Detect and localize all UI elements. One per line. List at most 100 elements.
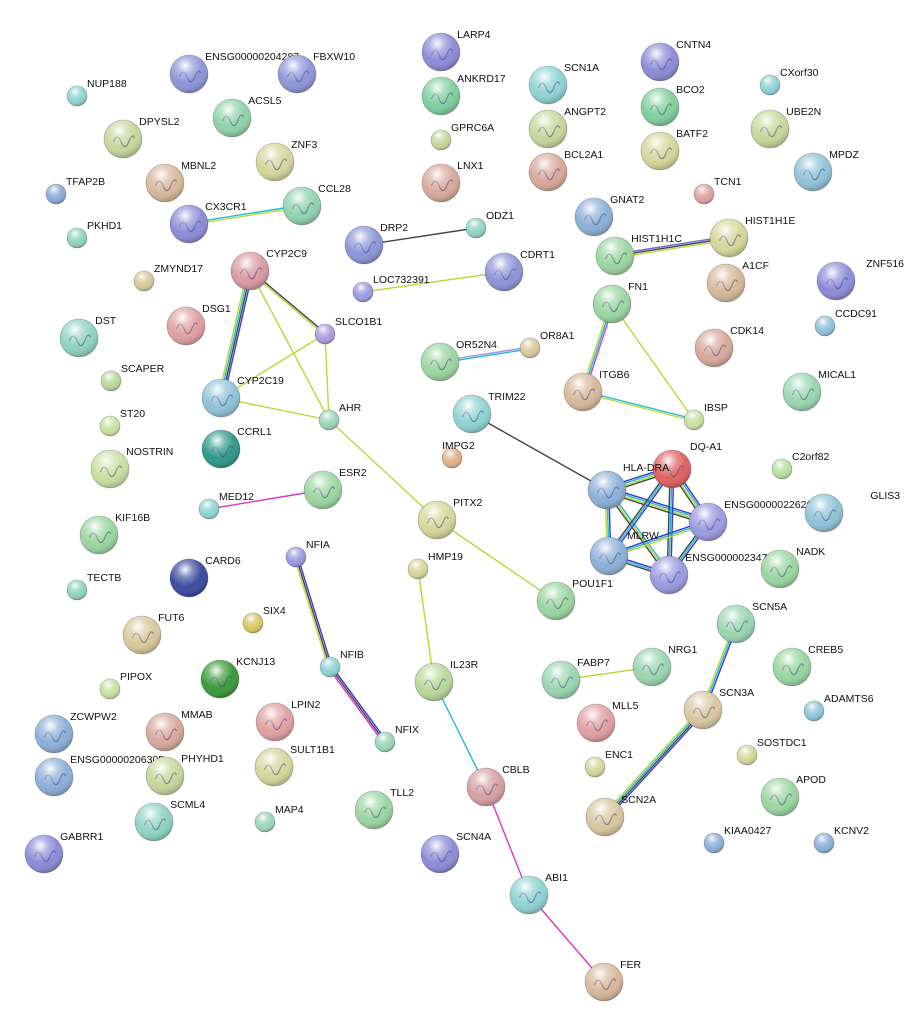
node-scn2a[interactable]: SCN2A [585, 794, 656, 837]
node-gprc6a[interactable]: GPRC6A [430, 122, 494, 151]
node-nrg1[interactable]: NRG1 [632, 644, 697, 687]
node-scn3a[interactable]: SCN3A [683, 687, 754, 730]
node-fbxw10[interactable]: FBXW10 [277, 51, 355, 94]
node-scml4[interactable]: SCML4 [134, 799, 205, 842]
node-znf516[interactable]: ZNF516 [816, 258, 904, 301]
node-ensg00000226260[interactable]: ENSG00000226260 [688, 499, 818, 542]
node-acsl5[interactable]: ACSL5 [212, 95, 282, 138]
node-dst[interactable]: DST [59, 315, 117, 358]
node-sostdc1[interactable]: SOSTDC1 [736, 737, 807, 766]
node-pkhd1[interactable]: PKHD1 [66, 220, 122, 249]
node-fut6[interactable]: FUT6 [122, 612, 185, 655]
node-mpdz[interactable]: MPDZ [793, 149, 859, 192]
node-mlrw[interactable]: MLRW [589, 530, 659, 576]
node-cyp2c19[interactable]: CYP2C19 [201, 375, 284, 418]
node-kiaa0427[interactable]: KIAA0427 [703, 825, 771, 854]
node-ensg00000234794[interactable]: ENSG00000234794 [649, 552, 779, 595]
node-tcn1[interactable]: TCN1 [693, 176, 742, 205]
node-abi1[interactable]: ABI1 [509, 872, 568, 915]
node-apod[interactable]: APOD [760, 774, 826, 817]
node-or8a1[interactable]: OR8A1 [519, 330, 575, 359]
node-map4[interactable]: MAP4 [254, 804, 304, 833]
node-enc1[interactable]: ENC1 [584, 749, 633, 778]
node-angpt2[interactable]: ANGPT2 [528, 106, 606, 149]
node-cblb[interactable]: CBLB [466, 764, 530, 807]
node-ibsp[interactable]: IBSP [683, 402, 728, 431]
node-mll5[interactable]: MLL5 [576, 700, 639, 743]
node-creb5[interactable]: CREB5 [772, 644, 843, 687]
node-pou1f1[interactable]: POU1F1 [536, 578, 613, 621]
node-mmab[interactable]: MMAB [145, 709, 213, 752]
node-adamts6[interactable]: ADAMTS6 [803, 693, 874, 722]
node-dq-a1[interactable]: DQ-A1 [652, 441, 722, 489]
node-nfia[interactable]: NFIA [285, 539, 330, 568]
node-c2orf82[interactable]: C2orf82 [771, 451, 830, 480]
node-bco2[interactable]: BCO2 [640, 84, 705, 127]
node-impg2[interactable]: IMPG2 [441, 440, 475, 469]
node-cntn4[interactable]: CNTN4 [640, 39, 711, 82]
node-sult1b1[interactable]: SULT1B1 [254, 744, 335, 787]
node-a1cf[interactable]: A1CF [706, 260, 769, 303]
node-ccdc91[interactable]: CCDC91 [814, 308, 877, 337]
node-mbnl2[interactable]: MBNL2 [145, 160, 216, 203]
node-ube2n[interactable]: UBE2N [750, 106, 821, 149]
node-fer[interactable]: FER [584, 959, 642, 1002]
node-kcnj13[interactable]: KCNJ13 [200, 656, 275, 699]
node-nostrin[interactable]: NOSTRIN [90, 446, 173, 489]
node-mical1[interactable]: MICAL1 [782, 369, 856, 412]
node-hla-dra[interactable]: HLA-DRA [587, 462, 669, 510]
node-ccrl1[interactable]: CCRL1 [201, 426, 272, 469]
node-dpysl2[interactable]: DPYSL2 [103, 116, 180, 159]
node-batf2[interactable]: BATF2 [640, 128, 708, 171]
node-scaper[interactable]: SCAPER [100, 363, 165, 392]
node-tll2[interactable]: TLL2 [354, 787, 414, 830]
node-ensg00000206305[interactable]: ENSG00000206305 [34, 754, 164, 797]
node-loc732391[interactable]: LOC732391 [352, 274, 430, 303]
node-scn5a[interactable]: SCN5A [716, 601, 787, 644]
node-lpin2[interactable]: LPIN2 [255, 699, 320, 742]
node-il23r[interactable]: IL23R [414, 659, 479, 702]
node-nfix[interactable]: NFIX [374, 724, 419, 753]
node-esr2[interactable]: ESR2 [303, 467, 367, 510]
node-cxorf30[interactable]: CXorf30 [759, 67, 819, 96]
node-ensg00000204287[interactable]: ENSG00000204287 [169, 51, 299, 94]
node-trim22[interactable]: TRIM22 [452, 391, 526, 434]
node-tfap2b[interactable]: TFAP2B [45, 176, 105, 205]
node-cdk14[interactable]: CDK14 [694, 325, 764, 368]
node-st20[interactable]: ST20 [99, 408, 145, 437]
node-glis3[interactable]: GLIS3 [804, 490, 900, 533]
node-drp2[interactable]: DRP2 [344, 222, 408, 265]
node-kcnv2[interactable]: KCNV2 [813, 825, 869, 854]
node-ankrd17[interactable]: ANKRD17 [421, 73, 506, 116]
node-zmynd17[interactable]: ZMYND17 [133, 263, 203, 292]
node-lnx1[interactable]: LNX1 [421, 160, 484, 203]
node-ahr[interactable]: AHR [318, 402, 362, 431]
node-pipox[interactable]: PIPOX [99, 671, 152, 700]
node-larp4[interactable]: LARP4 [421, 29, 491, 72]
node-dsg1[interactable]: DSG1 [166, 303, 231, 346]
node-scn1a[interactable]: SCN1A [528, 62, 599, 105]
node-gnat2[interactable]: GNAT2 [574, 194, 645, 237]
node-med12[interactable]: MED12 [198, 491, 254, 520]
node-fn1[interactable]: FN1 [592, 281, 648, 324]
node-hmp19[interactable]: HMP19 [407, 551, 463, 580]
node-nup188[interactable]: NUP188 [66, 78, 127, 107]
node-kif16b[interactable]: KIF16B [79, 512, 150, 555]
node-six4[interactable]: SIX4 [242, 605, 286, 634]
node-cx3cr1[interactable]: CX3CR1 [169, 201, 247, 244]
node-hist1h1c[interactable]: HIST1H1C [595, 233, 682, 276]
node-card6[interactable]: CARD6 [169, 555, 241, 598]
node-nadk[interactable]: NADK [760, 546, 825, 589]
node-nfib[interactable]: NFIB [319, 649, 364, 678]
node-cyp2c9[interactable]: CYP2C9 [230, 248, 307, 291]
node-hist1h1e[interactable]: HIST1H1E [709, 215, 795, 258]
node-itgb6[interactable]: ITGB6 [563, 369, 630, 412]
node-gabrr1[interactable]: GABRR1 [24, 831, 103, 874]
node-znf3[interactable]: ZNF3 [255, 139, 318, 182]
node-phyhd1[interactable]: PHYHD1 [145, 753, 224, 796]
node-zcwpw2[interactable]: ZCWPW2 [34, 711, 117, 754]
node-or52n4[interactable]: OR52N4 [420, 339, 497, 382]
node-bcl2a1[interactable]: BCL2A1 [528, 149, 603, 192]
node-scn4a[interactable]: SCN4A [420, 831, 491, 874]
node-slco1b1[interactable]: SLCO1B1 [314, 316, 382, 345]
